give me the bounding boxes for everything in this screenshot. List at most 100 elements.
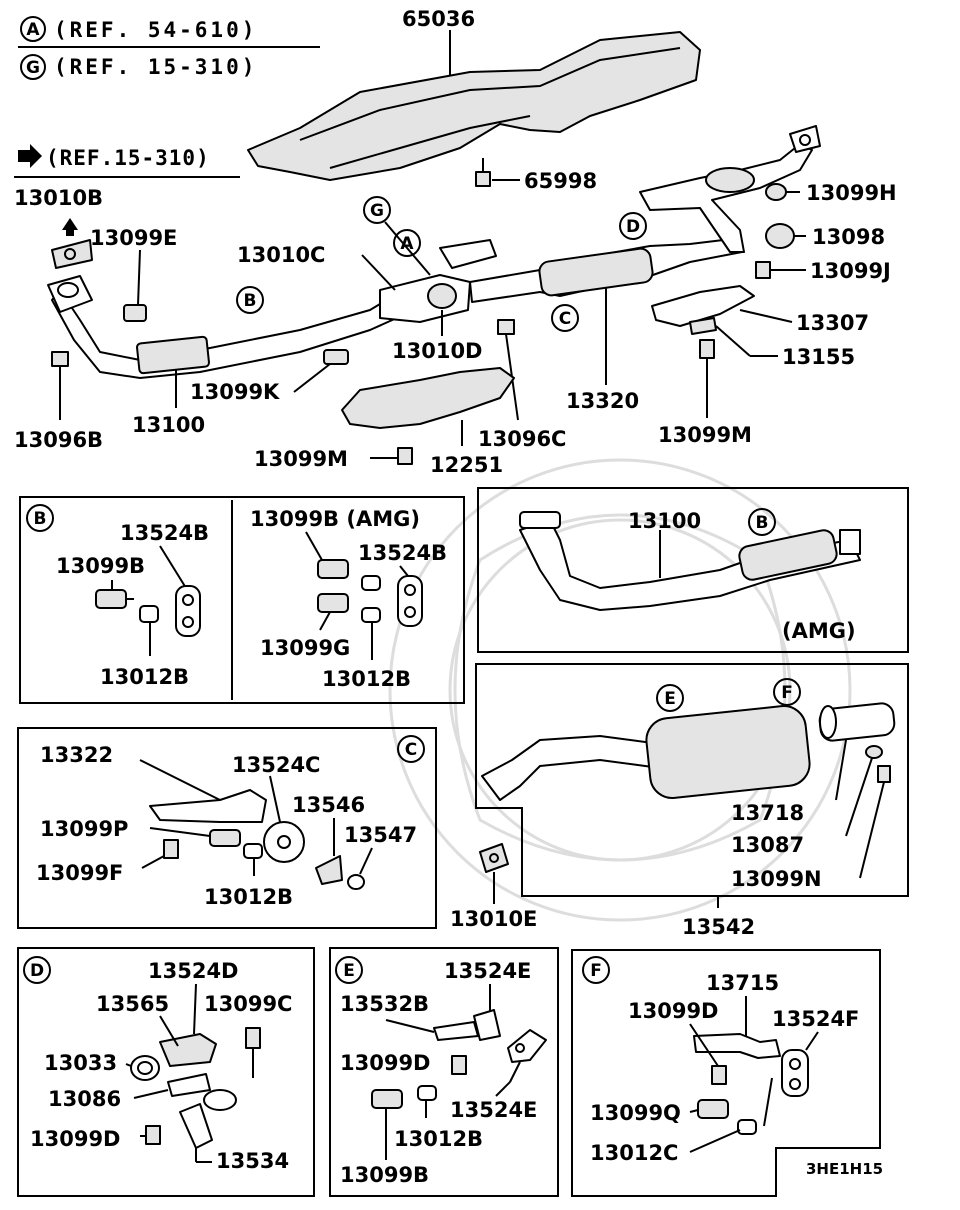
ref-g-text: (REF. 15-310): [54, 55, 257, 79]
circle-b-main: [236, 286, 264, 314]
panel-e-circle: [335, 956, 363, 984]
panel-d-label-13086: 13086: [48, 1087, 121, 1111]
panel-e: E 13524E 13532B 13099D 13524E 13012B 130…: [329, 947, 559, 1197]
panel-d-circle: [23, 956, 51, 984]
panel-e-label-13524e-top: 13524E: [444, 959, 531, 983]
main-assembly: 65036 65998 13010B 13099E 13096B 13100 B…: [14, 7, 897, 477]
watermark-emblem: [388, 458, 852, 922]
label-65998: 65998: [524, 169, 597, 193]
rear-flange: [789, 125, 821, 153]
bolt-13099n: [877, 765, 891, 783]
bracket-13086: [167, 1073, 211, 1097]
panel-c-label-13524c: 13524C: [232, 753, 320, 777]
panel-c-circle: [397, 735, 425, 763]
ref-arrow-icon: [18, 144, 42, 168]
collar-13012b-e: [417, 1085, 437, 1101]
ref-header: A (REF. 54-610) G (REF. 15-310) (REF.15-…: [14, 16, 320, 178]
collar-13012b-c: [243, 843, 263, 859]
front-pipe-catalyst: [136, 335, 210, 375]
svg-text:E: E: [664, 689, 676, 709]
nut-13099h: [765, 183, 787, 201]
panel-b-amg-label-13012b: 13012B: [322, 667, 411, 691]
panel-b-label-13099b: 13099B: [56, 554, 145, 578]
label-13096c: 13096C: [478, 427, 566, 451]
hanger-13524e-bottom: [507, 1029, 547, 1063]
panel-muffler-label-13542: 13542: [682, 915, 755, 939]
bolt-13099d-d: [145, 1125, 161, 1145]
panel-f-label-13099d: 13099D: [628, 999, 719, 1023]
panel-b-label-13012b: 13012B: [100, 665, 189, 689]
gasket-13010e-group: 13010E: [450, 843, 537, 931]
bolt-13099k: [323, 349, 349, 365]
label-13099h: 13099H: [806, 181, 897, 205]
panel-f-circle: [582, 956, 610, 984]
label-13010d: 13010D: [392, 339, 483, 363]
insulator-13524d: [159, 1033, 217, 1067]
bolt-13099f: [163, 839, 179, 859]
panel-muffler-circle-f: [773, 678, 801, 706]
hanger-13524f: [781, 1049, 809, 1097]
label-13099k: 13099K: [190, 380, 280, 404]
circle-d-main: [619, 212, 647, 240]
bolt-13099b-e: [371, 1089, 403, 1109]
insulator-13546: [315, 855, 343, 885]
panel-f-label-13524f: 13524F: [772, 1007, 859, 1031]
panel-f-border: [571, 949, 881, 1197]
hanger-13524c: [263, 821, 305, 863]
circle-c-main: [551, 304, 579, 332]
svg-text:C: C: [405, 740, 417, 760]
collar-13012c: [737, 1119, 757, 1135]
ref-circle-a: [20, 16, 46, 42]
panel-e-label-13012b: 13012B: [394, 1127, 483, 1151]
bracket-13715: [693, 1033, 781, 1059]
bolt-13099d-f: [711, 1065, 727, 1085]
bolt-13099m-right: [699, 339, 715, 359]
label-13096b: 13096B: [14, 428, 103, 452]
ref-circle-g: [20, 54, 46, 80]
panel-d-label-13534: 13534: [216, 1149, 289, 1173]
circle-a-main: [393, 229, 421, 257]
insulator-13155: [689, 317, 717, 335]
panel-muffler-border: [475, 663, 909, 897]
panel-muffler: E F 13718 13087 13099N 13542: [475, 663, 909, 939]
amg-resonator: [738, 529, 838, 581]
bolt-13099d-e: [451, 1055, 467, 1075]
panel-muffler-label-13099n: 13099N: [731, 867, 822, 891]
gasket-13010d: [427, 283, 457, 309]
panel-d: D 13524D 13565 13099C 13033 13086 13534 …: [17, 947, 315, 1197]
panel-amg-label-13100: 13100: [628, 509, 701, 533]
ref-a-text: (REF. 54-610): [54, 18, 257, 42]
ref-arrow-text: (REF.15-310): [46, 146, 210, 170]
bolt-13099e: [123, 304, 147, 322]
panel-muffler-label-13718: 13718: [731, 801, 804, 825]
rear-catalyst: [705, 167, 755, 193]
gasket-13010b: [51, 239, 93, 269]
svg-text:F: F: [781, 683, 793, 703]
label-13010c: 13010C: [237, 243, 325, 267]
nut-13096c: [497, 319, 515, 335]
heat-shield-lower: [341, 367, 515, 429]
label-65036: 65036: [402, 7, 475, 31]
panel-c-label-13322: 13322: [40, 743, 113, 767]
label-13100: 13100: [132, 413, 205, 437]
panel-muffler-circle-e: [656, 684, 684, 712]
panel-b-amg-title: 13099B (AMG): [250, 507, 420, 531]
amg-rear-flange: [839, 529, 861, 555]
panel-f: F 13715 13099D 13524F 13099Q 13012C 3HE1…: [571, 949, 883, 1197]
panel-amg-note: (AMG): [782, 619, 856, 643]
bracket-a: [439, 239, 497, 269]
panel-b-amg-collar-top: [361, 575, 381, 591]
panel-f-label-13099q: 13099Q: [590, 1101, 681, 1125]
panel-c-label-13099f: 13099F: [36, 861, 123, 885]
svg-text:E: E: [343, 961, 355, 981]
tail-pipe: [481, 735, 661, 801]
gasket-13010e: [479, 843, 509, 873]
panel-c-label-13099p: 13099P: [40, 817, 128, 841]
panel-d-label-13033: 13033: [44, 1051, 117, 1075]
ring-13098: [765, 223, 795, 249]
svg-text:D: D: [30, 961, 44, 981]
bolt-13099m-left: [397, 447, 413, 465]
bolt-65998: [475, 171, 491, 187]
panel-d-label-13524d: 13524D: [148, 959, 239, 983]
